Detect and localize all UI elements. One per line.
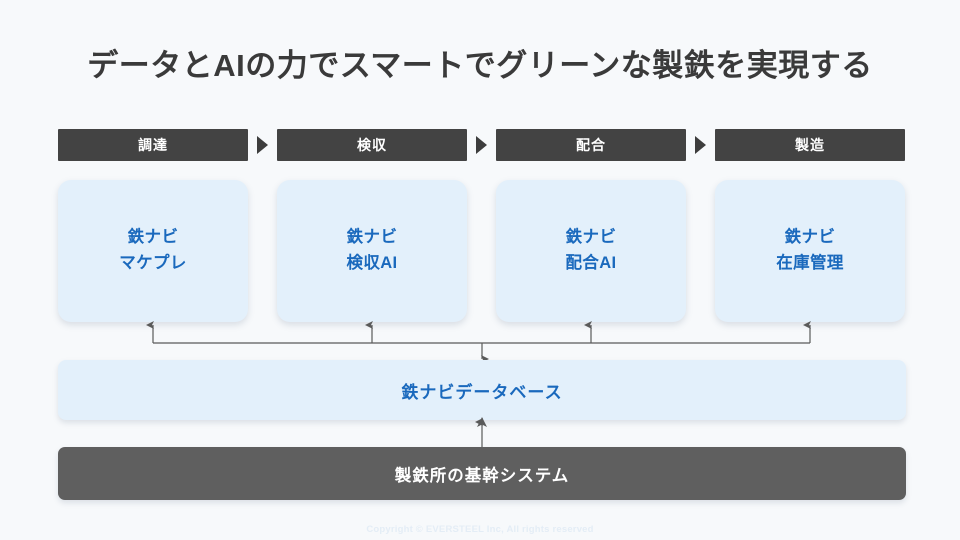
triangle-right-icon-3 (695, 136, 706, 154)
core-system-bar-label: 製鉄所の基幹システム (394, 466, 570, 485)
stage-header-label-1: 調達 (138, 137, 168, 153)
product-card-label-2: 鉄ナビ 検収AI (346, 225, 397, 276)
page-title: データとAIの力でスマートでグリーンな製鉄を実現する (87, 48, 873, 83)
stage-header-3: 配合 (496, 129, 686, 161)
stage-header-label-4: 製造 (795, 137, 825, 153)
product-card-label-1: 鉄ナビ マケプレ (119, 225, 187, 276)
triangle-right-icon-1 (257, 136, 268, 154)
footer-copyright: Copyright © EVERSTEEL Inc, All rights re… (366, 524, 594, 535)
product-card-line2-1: マケプレ (119, 254, 187, 272)
stage-header-4: 製造 (715, 129, 905, 161)
stage-header-label-3: 配合 (576, 137, 606, 153)
stage-header-1: 調達 (58, 129, 248, 161)
product-card-3[interactable]: 鉄ナビ 配合AI (496, 180, 686, 322)
product-card-1[interactable]: 鉄ナビ マケプレ (58, 180, 248, 322)
database-bar-label: 鉄ナビデータベース (401, 382, 563, 402)
product-card-line2-3: 配合AI (565, 254, 617, 272)
product-card-label-3: 鉄ナビ 配合AI (565, 225, 616, 276)
product-card-line2-4: 在庫管理 (776, 254, 844, 272)
product-card-line1-4: 鉄ナビ (784, 228, 836, 247)
product-card-label-4: 鉄ナビ 在庫管理 (776, 225, 844, 276)
core-system-bar[interactable]: 製鉄所の基幹システム (58, 447, 906, 500)
product-card-line2-2: 検収AI (346, 254, 398, 272)
core-system-database-connector (475, 417, 487, 449)
card-database-connectors (146, 321, 811, 363)
triangle-right-icon-2 (476, 136, 487, 154)
product-card-line1-3: 鉄ナビ (565, 228, 617, 247)
product-card-line1-2: 鉄ナビ (346, 228, 398, 247)
stage-header-label-2: 検収 (357, 137, 387, 153)
product-card-2[interactable]: 鉄ナビ 検収AI (277, 180, 467, 322)
product-card-4[interactable]: 鉄ナビ 在庫管理 (715, 180, 905, 322)
database-bar[interactable]: 鉄ナビデータベース (58, 360, 906, 420)
product-card-line1-1: 鉄ナビ (127, 228, 179, 247)
stage-header-2: 検収 (277, 129, 467, 161)
